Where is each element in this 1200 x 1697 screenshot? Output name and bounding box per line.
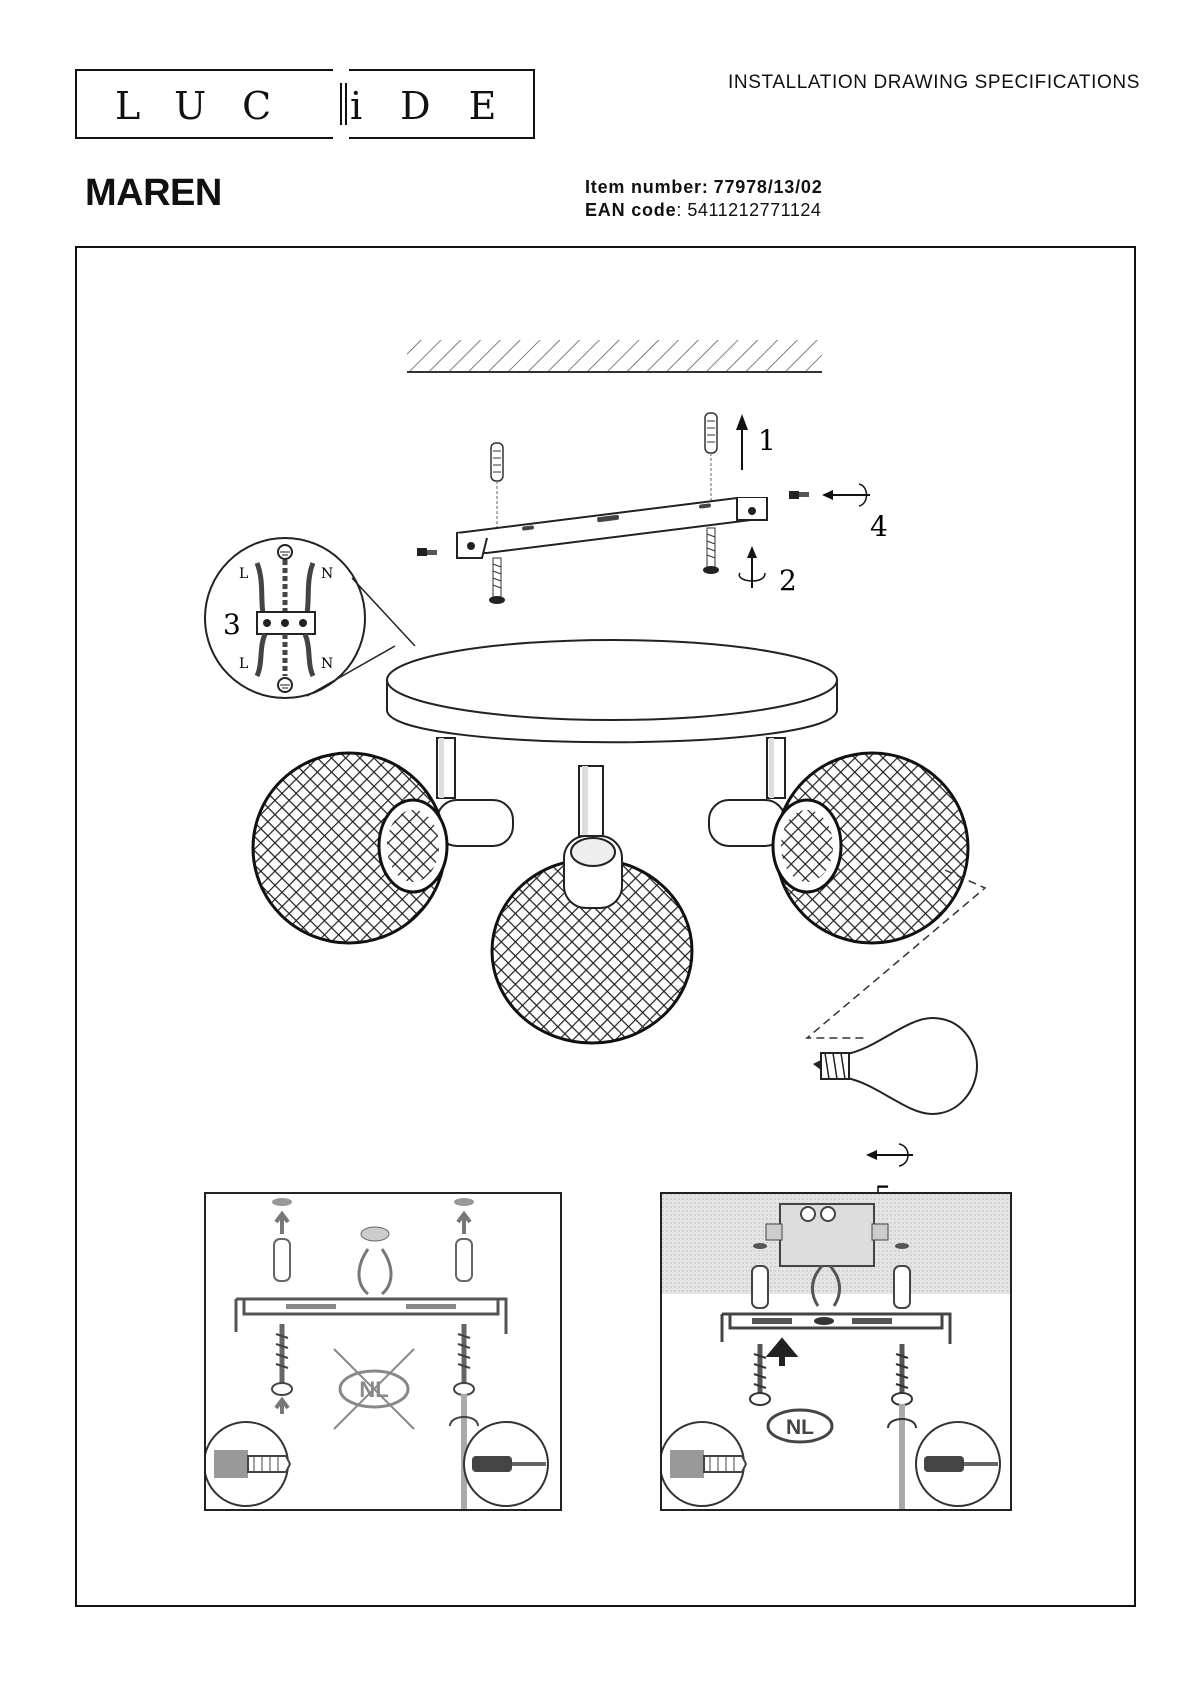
svg-text:iDE: iDE xyxy=(350,84,534,128)
side-screw-right xyxy=(789,491,809,499)
neutral-label-top: N xyxy=(321,566,333,582)
canopy xyxy=(386,639,838,744)
long-screw-right xyxy=(703,527,719,574)
mounting-panel-right: NL xyxy=(659,1192,1012,1511)
step-1-arrow xyxy=(736,414,748,470)
step-3-label: 3 xyxy=(223,608,241,641)
live-label-bottom: L xyxy=(239,656,248,672)
product-name: MAREN xyxy=(85,172,222,214)
ceiling-hatch xyxy=(407,340,822,373)
spot-arm-right xyxy=(766,737,786,799)
nl-badge: NL xyxy=(786,1416,814,1439)
long-screw-left xyxy=(489,557,505,604)
rotate-arrow-5 xyxy=(866,1143,913,1167)
ean-label: EAN code xyxy=(585,200,677,220)
live-label-top: L xyxy=(239,566,248,582)
neutral-label-bottom: N xyxy=(321,656,333,672)
item-number: 77978/13/02 xyxy=(713,177,823,197)
item-info: Item number: 77978/13/02 EAN code: 54112… xyxy=(585,176,823,222)
drawing-frame: 1 4 xyxy=(75,246,1136,1607)
wall-plug-right xyxy=(704,412,718,504)
mounting-panel-left: NL xyxy=(203,1192,562,1511)
step-4-label: 4 xyxy=(870,510,888,543)
item-number-label: Item number: xyxy=(585,177,709,197)
step-2-label: 2 xyxy=(779,564,797,597)
spot-arm-center xyxy=(578,765,604,837)
spec-title: INSTALLATION DRAWING SPECIFICATIONS xyxy=(728,72,1140,93)
installation-drawing: 1 4 xyxy=(204,340,987,1213)
light-bulb xyxy=(813,1016,979,1116)
bulb-guide-line xyxy=(804,869,987,1039)
lamp-shade-center xyxy=(490,835,694,1045)
spot-arm-left xyxy=(436,737,456,799)
step-2-arrow xyxy=(738,546,766,588)
lamp-shade-left xyxy=(251,751,514,945)
rotate-arrow-4 xyxy=(822,483,870,507)
side-screw-left xyxy=(417,548,437,556)
ean-code: : 5411212771124 xyxy=(676,200,822,220)
mounting-bracket xyxy=(456,497,768,559)
wall-plug-left xyxy=(490,442,504,530)
brand-logo: LUC iDE xyxy=(75,69,535,139)
step-1-label: 1 xyxy=(758,424,776,457)
lamp-shade-right xyxy=(708,751,970,945)
svg-text:LUC: LUC xyxy=(115,84,307,128)
wiring-detail: L N L N xyxy=(204,537,416,699)
